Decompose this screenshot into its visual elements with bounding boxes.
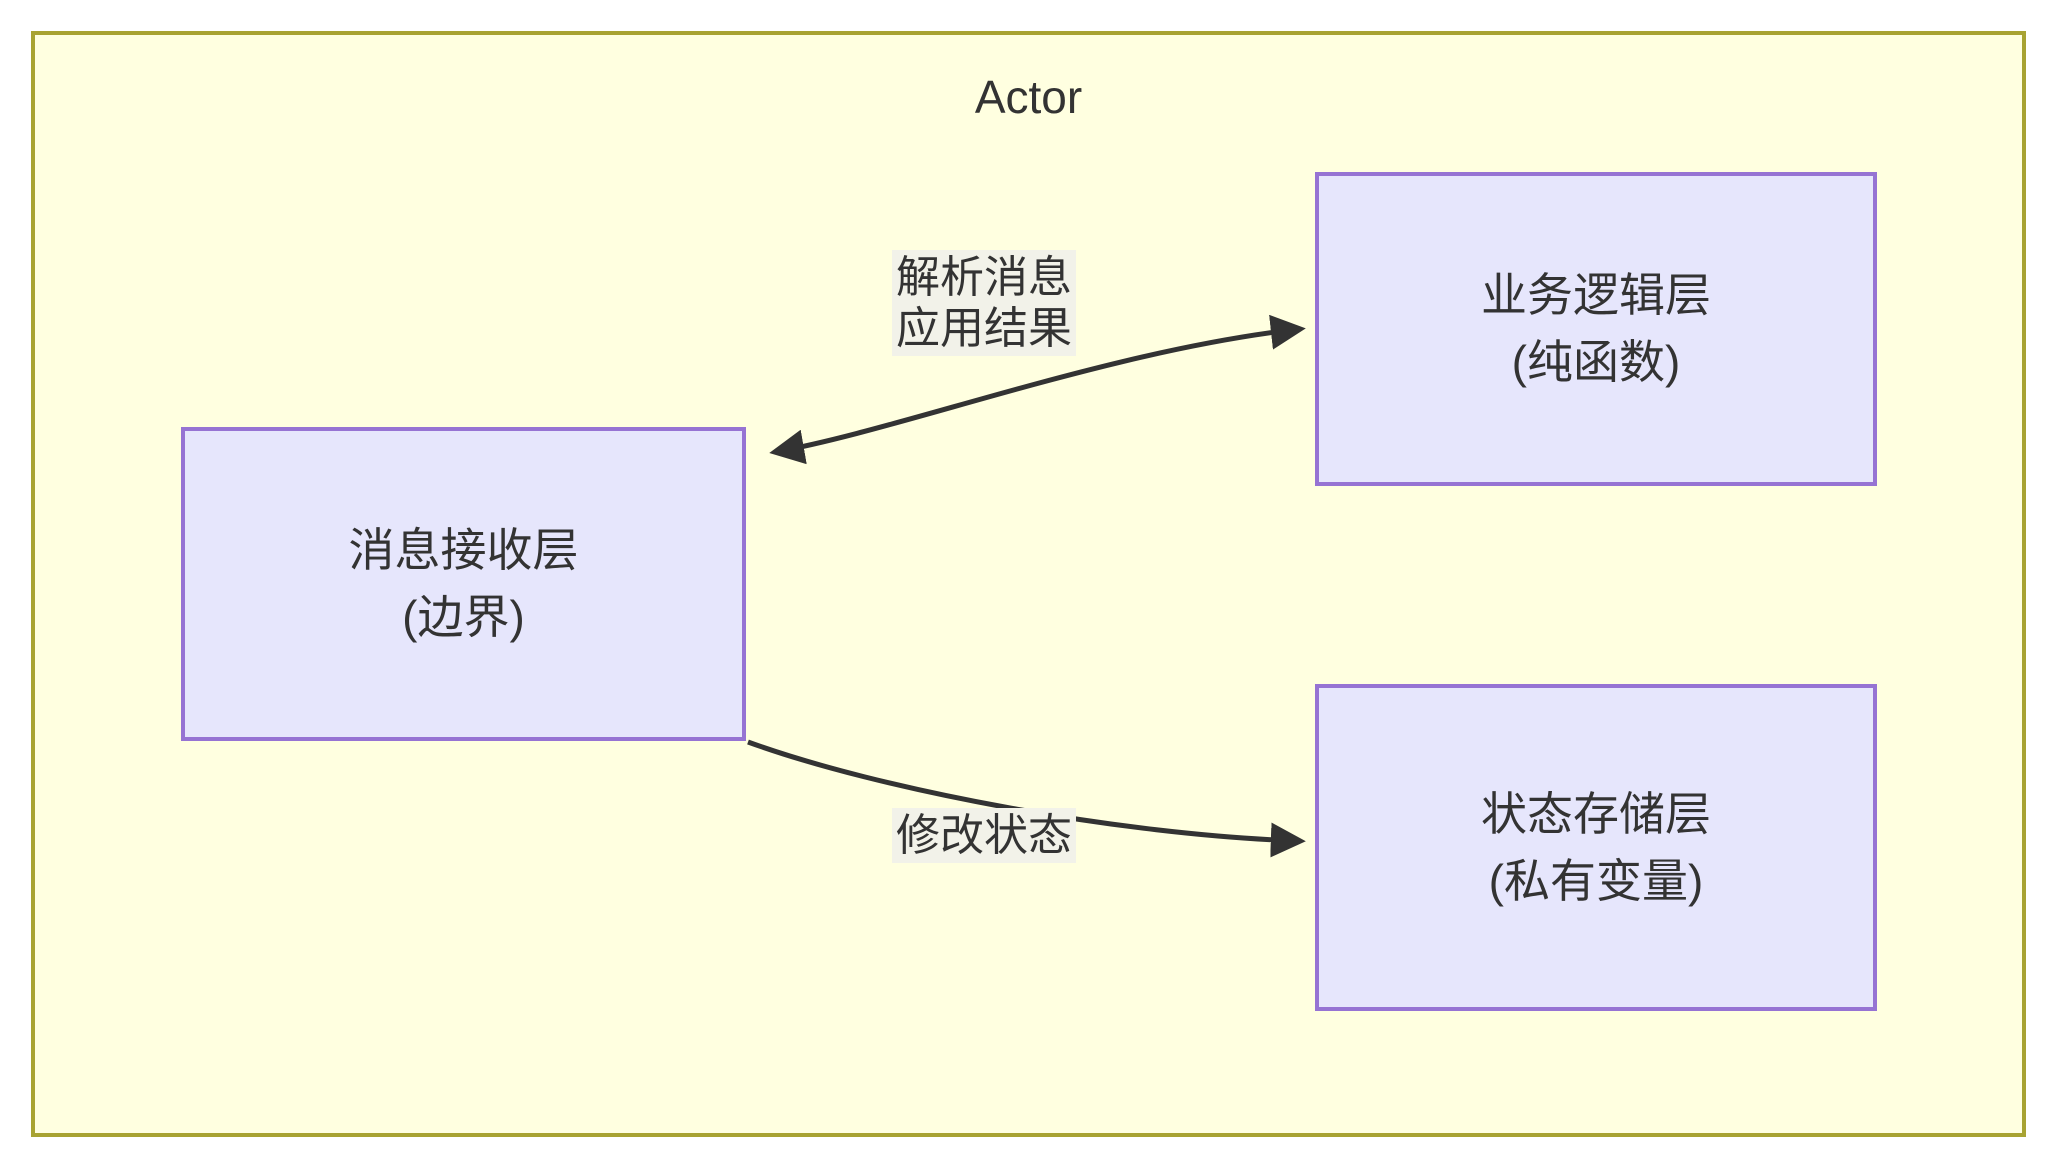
node-message-receiver-layer[interactable]: 消息接收层 (边界) — [181, 427, 746, 741]
node-state-subtitle: (私有变量) — [1488, 854, 1704, 907]
actor-container-title: Actor — [974, 71, 1083, 123]
edge-label-receiver-logic: 解析消息 应用结果 — [892, 250, 1076, 357]
node-logic-title: 业务逻辑层 — [1481, 269, 1711, 322]
edge-label-receiver-state: 修改状态 — [892, 808, 1076, 864]
node-receiver-subtitle: (边界) — [402, 591, 525, 643]
edge-label-parse-message: 解析消息 — [896, 253, 1072, 302]
node-state-storage-layer[interactable]: 状态存储层 (私有变量) — [1315, 684, 1877, 1011]
node-receiver-title: 消息接收层 — [348, 524, 579, 577]
node-logic-subtitle: (纯函数) — [1511, 336, 1681, 388]
edge-label-apply-result: 应用结果 — [896, 304, 1072, 354]
node-state-title: 状态存储层 — [1481, 787, 1711, 840]
edge-label-modify-state: 修改状态 — [896, 811, 1072, 860]
node-business-logic-layer[interactable]: 业务逻辑层 (纯函数) — [1315, 172, 1877, 486]
